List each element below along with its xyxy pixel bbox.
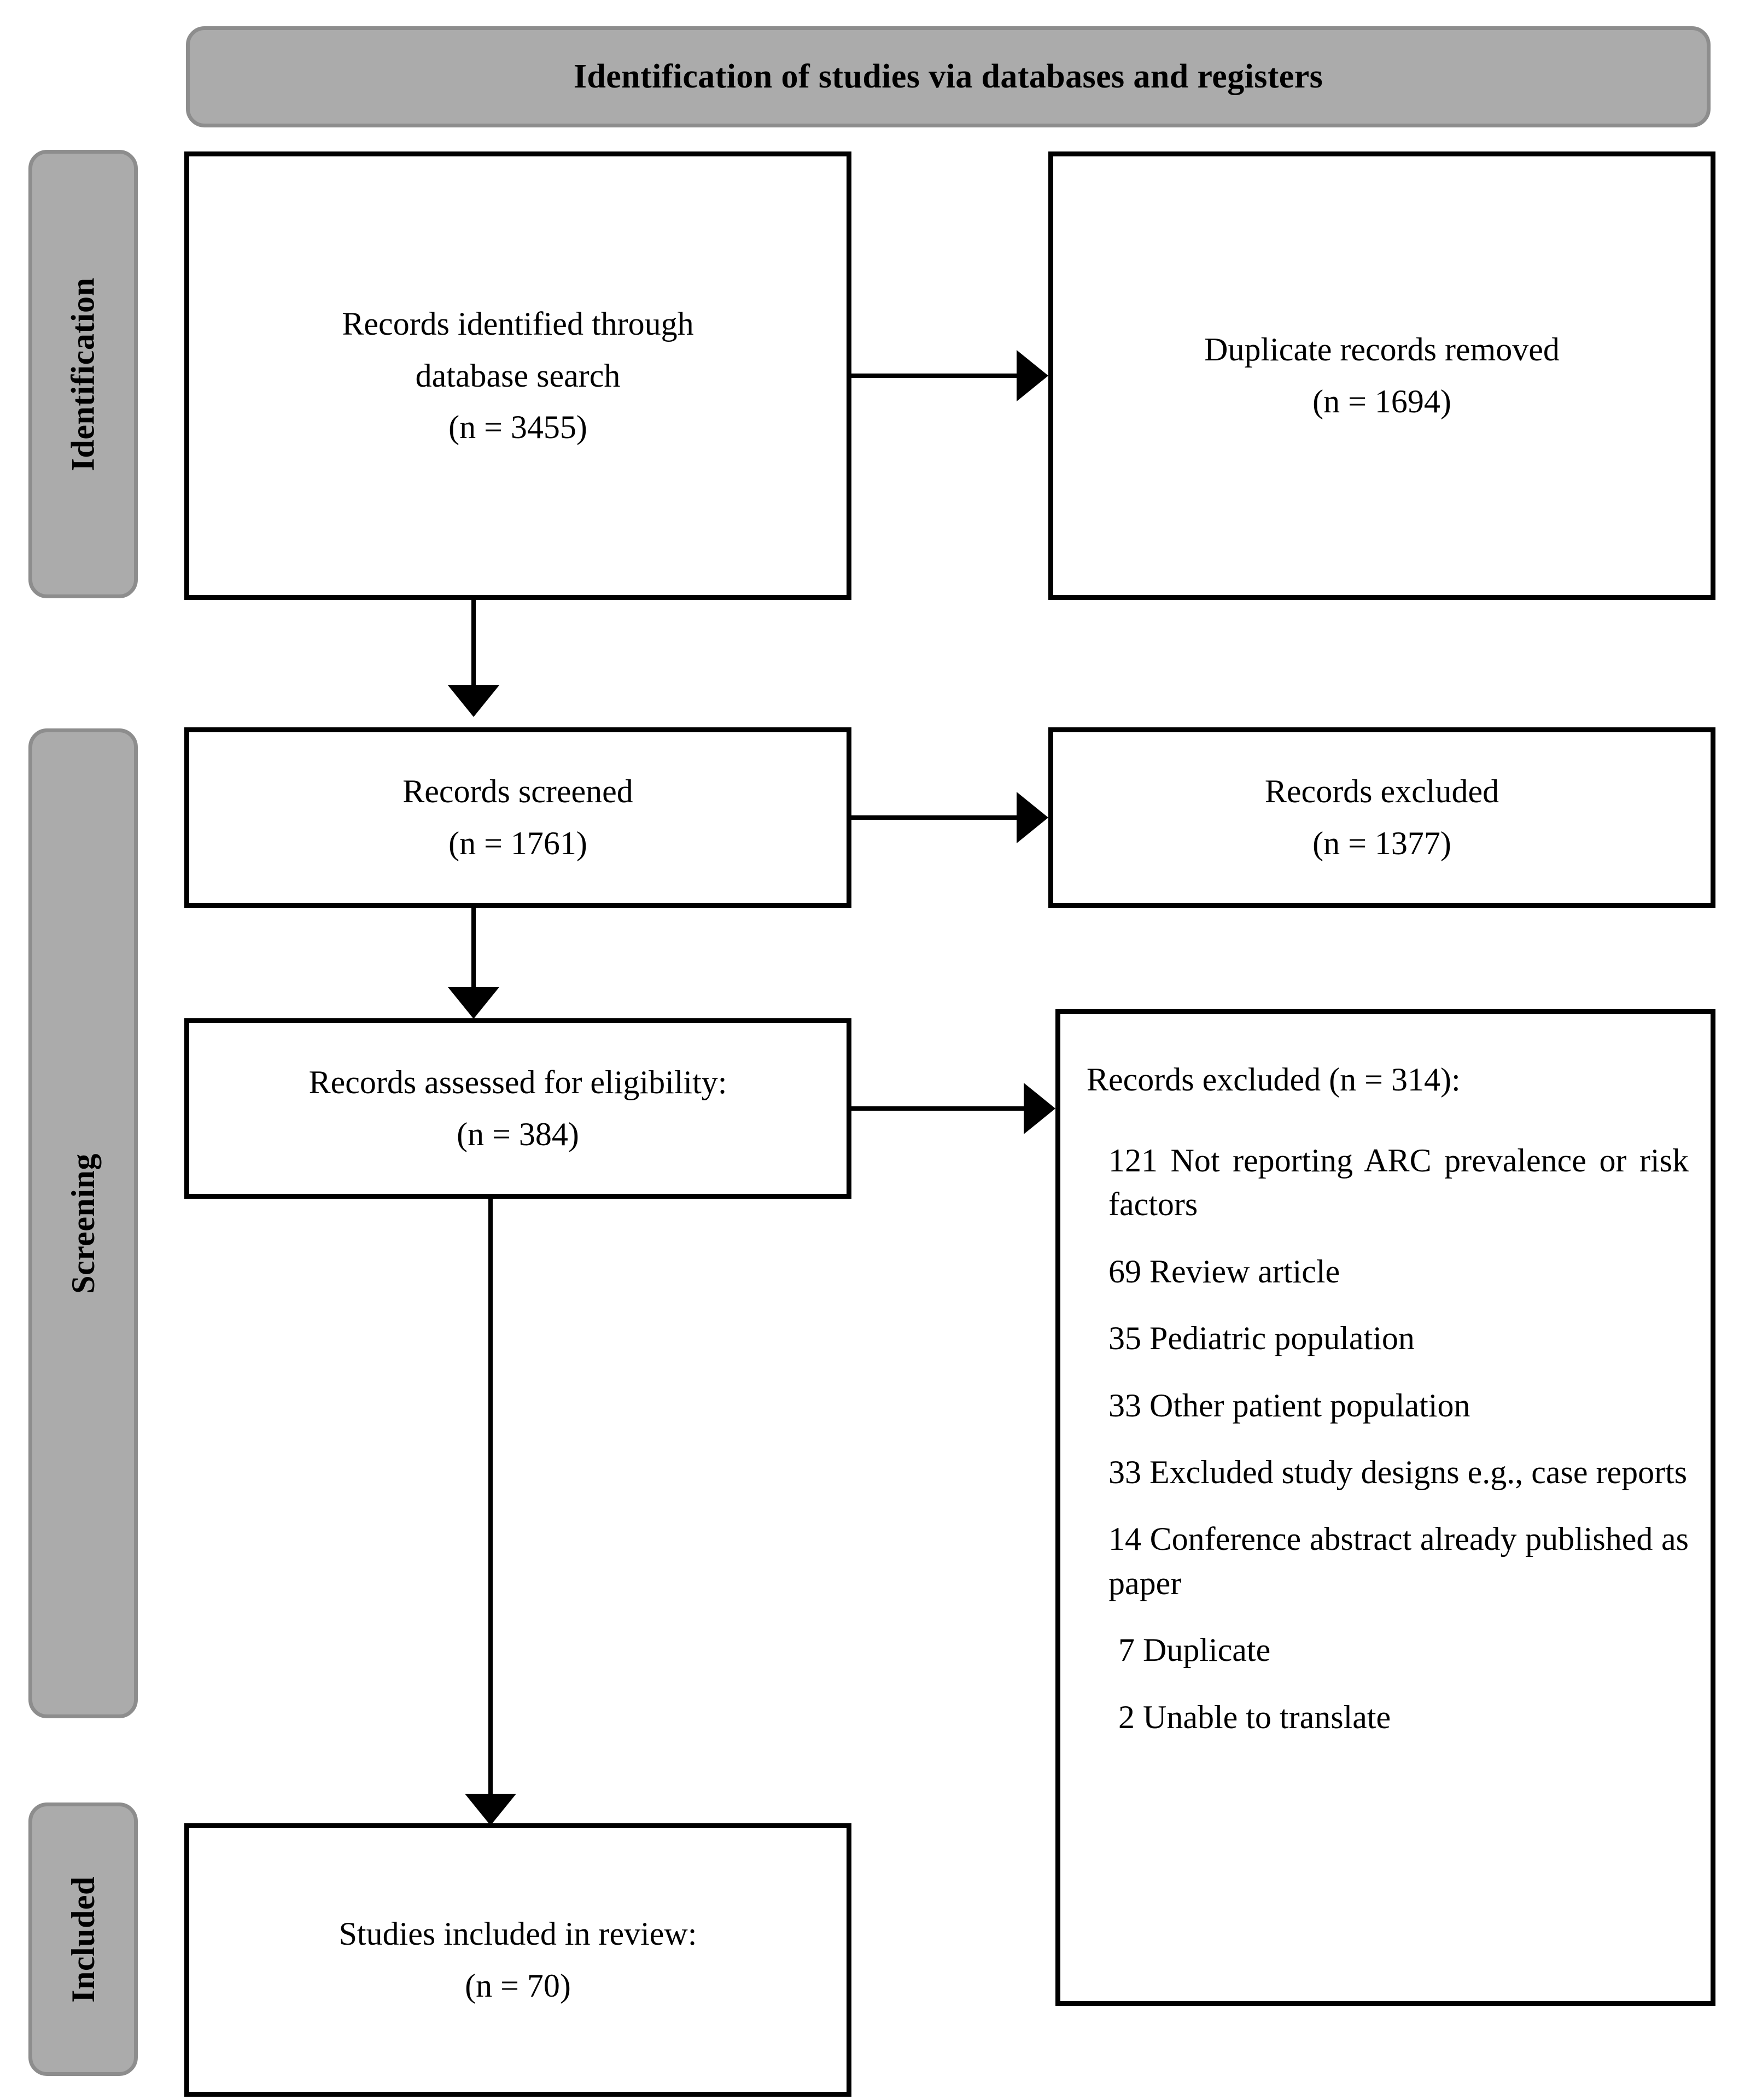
- connector-eligibility-to-exclusions: [851, 1106, 1024, 1111]
- exclusion-reason-item: 121 Not reporting ARC prevalence or risk…: [1108, 1142, 1689, 1223]
- exclusion-reason-item: 69 Review article: [1108, 1253, 1340, 1290]
- exclusion-reason-item: 33 Other patient population: [1108, 1387, 1470, 1424]
- arrowhead-screened-to-eligibility: [448, 987, 499, 1019]
- box-records-excluded-screening-line-1: Records excluded: [1264, 773, 1499, 810]
- connector-screened-to-eligibility: [471, 908, 476, 987]
- banner-title: Identification of studies via databases …: [573, 58, 1323, 95]
- box-records-screened: Records screened (n = 1761): [184, 727, 851, 908]
- stage-banner-identification: Identification of studies via databases …: [186, 26, 1711, 127]
- box-records-identified-line-2: database search: [415, 357, 621, 394]
- stage-label-included-text: Included: [65, 1876, 101, 2003]
- box-records-assessed-eligibility-count: (n = 384): [457, 1116, 579, 1152]
- exclusion-reason-item: 35 Pediatric population: [1108, 1320, 1415, 1357]
- box-records-identified-line-1: Records identified through: [342, 305, 694, 342]
- box-records-assessed-eligibility: Records assessed for eligibility: (n = 3…: [184, 1018, 851, 1199]
- box-records-excluded-screening-count: (n = 1377): [1312, 825, 1451, 861]
- stage-label-identification-text: Identification: [65, 277, 101, 471]
- arrowhead-identified-to-screened: [448, 685, 499, 717]
- connector-identified-to-screened: [471, 600, 476, 685]
- box-exclusion-reasons: Records excluded (n = 314): 121 Not repo…: [1055, 1009, 1715, 2006]
- box-records-screened-line-1: Records screened: [402, 773, 633, 810]
- box-records-screened-count: (n = 1761): [448, 825, 587, 861]
- stage-label-included: Included: [28, 1802, 138, 2076]
- stage-label-screening: Screening: [28, 728, 138, 1718]
- arrowhead-screened-to-excluded: [1017, 792, 1048, 843]
- box-duplicate-records-removed-count: (n = 1694): [1312, 383, 1451, 419]
- arrowhead-identified-to-duplicates: [1017, 350, 1048, 401]
- exclusion-reason-item: 33 Excluded study designs e.g., case rep…: [1108, 1454, 1688, 1490]
- box-studies-included-line-1: Studies included in review:: [339, 1916, 697, 1952]
- box-records-assessed-eligibility-line-1: Records assessed for eligibility:: [308, 1064, 727, 1101]
- stage-label-identification: Identification: [28, 150, 138, 598]
- box-studies-included: Studies included in review: (n = 70): [184, 1823, 851, 2097]
- connector-screened-to-excluded: [851, 815, 1017, 820]
- box-records-identified: Records identified through database sear…: [184, 151, 851, 600]
- exclusion-reason-item: 7 Duplicate: [1118, 1632, 1271, 1669]
- box-duplicate-records-removed: Duplicate records removed (n = 1694): [1048, 151, 1715, 600]
- exclusion-reason-item: 14 Conference abstract already published…: [1108, 1521, 1689, 1601]
- box-studies-included-count: (n = 70): [465, 1968, 571, 2004]
- exclusion-reason-item: 2 Unable to translate: [1118, 1699, 1391, 1735]
- connector-eligibility-to-included: [488, 1199, 493, 1794]
- arrowhead-eligibility-to-included: [465, 1794, 516, 1825]
- stage-label-screening-text: Screening: [65, 1153, 101, 1294]
- box-records-excluded-screening: Records excluded (n = 1377): [1048, 727, 1715, 908]
- connector-identified-to-duplicates: [851, 374, 1017, 378]
- box-records-identified-count: (n = 3455): [448, 409, 587, 446]
- arrowhead-eligibility-to-exclusions: [1024, 1083, 1055, 1134]
- exclusion-reasons-title: Records excluded (n = 314):: [1087, 1061, 1461, 1098]
- box-duplicate-records-removed-line-1: Duplicate records removed: [1204, 331, 1560, 368]
